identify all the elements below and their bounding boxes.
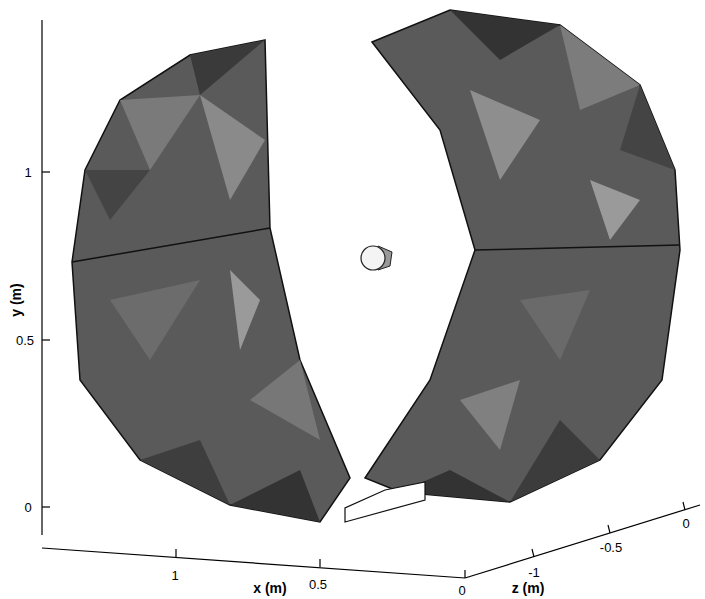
y-tick-label: 0 (24, 501, 31, 514)
right-band (365, 10, 680, 502)
left-band (72, 40, 350, 522)
axes (42, 20, 700, 578)
axis-title: z (m) (512, 581, 545, 595)
facets (85, 10, 675, 522)
x-tick-label: 1 (171, 569, 178, 582)
z-tick-label: 0 (682, 517, 689, 530)
x-tick-label: 0.5 (309, 578, 327, 591)
x-tick-label: 0 (458, 584, 465, 597)
axis-title: x (m) (253, 581, 286, 595)
y-tick-label: 0.5 (16, 334, 34, 347)
z-tick-label: -0.5 (600, 541, 622, 554)
z-tick-label: -1 (528, 566, 540, 579)
center-cylinder (361, 246, 385, 270)
axis-title: y (m) (9, 283, 23, 316)
base-block (345, 482, 425, 522)
y-tick-label: 1 (24, 166, 31, 179)
